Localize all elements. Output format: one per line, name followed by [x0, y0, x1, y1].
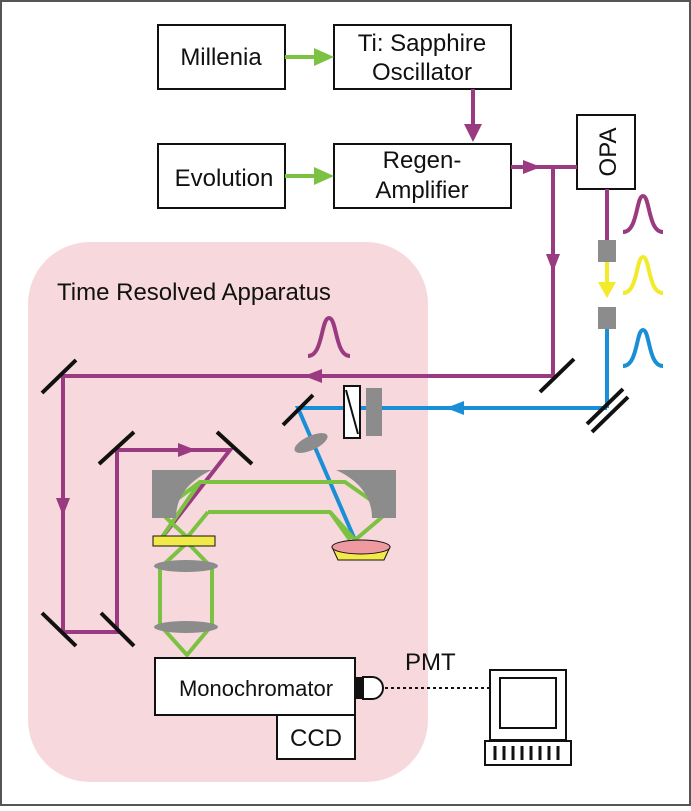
green-pump-arrows [285, 48, 334, 185]
pulse-yellow-icon [622, 254, 664, 295]
monochromator-label: Monochromator [179, 676, 333, 701]
mirrors [40, 357, 630, 648]
millenia-block: Millenia [157, 24, 286, 90]
polarizer-icon [366, 388, 382, 436]
pmt-detector-icon [355, 676, 384, 700]
mirror-5-icon [215, 430, 254, 466]
sample-icon [331, 539, 391, 561]
parabolic-mirror-left [152, 470, 212, 518]
mirror-6-icon [538, 357, 576, 394]
computer-icon [484, 669, 572, 766]
millenia-label: Millenia [180, 44, 262, 71]
mirror-8-icon [585, 387, 625, 426]
oscillator-block: Ti: Sapphire Oscillator [333, 24, 512, 90]
pump-beam-arrows [56, 160, 560, 516]
regen-amplifier-block: Regen- Amplifier [333, 143, 512, 209]
ccd-block: CCD [276, 714, 356, 760]
mirror-8b-icon [590, 395, 630, 434]
oscillator-label-line2: Oscillator [372, 59, 472, 86]
mirror-3-icon [99, 611, 136, 648]
lens-upper-icon [154, 560, 218, 572]
filter-plate-icon [152, 535, 216, 547]
opa-output-chain [598, 189, 616, 408]
pulse-blue-icon [622, 327, 664, 368]
focusing-lens-icon [294, 433, 328, 453]
mirror-2-icon [40, 611, 78, 648]
pump-beam [61, 165, 577, 634]
pulse-pump-icon [307, 315, 351, 358]
waveplate-icon [343, 385, 361, 439]
pulse-purple-icon [622, 193, 664, 234]
monochromator-block: Monochromator [154, 657, 356, 716]
evolution-label: Evolution [175, 165, 274, 192]
lens-lower-icon [154, 621, 218, 633]
parabolic-mirror-right [336, 470, 396, 518]
regen-label-line1: Regen- [383, 147, 462, 174]
opa-label: OPA [595, 128, 622, 177]
pmt-label: PMT [405, 649, 456, 676]
regen-label-line2: Amplifier [375, 177, 468, 204]
oscillator-label-line1: Ti: Sapphire [358, 30, 487, 57]
mirror-4-icon [97, 430, 136, 466]
probe-arrow [446, 401, 464, 415]
evolution-block: Evolution [157, 143, 286, 209]
mirror-1-icon [40, 358, 78, 395]
mirror-7-icon [281, 393, 315, 427]
filter-1-icon [598, 240, 616, 262]
opa-block: OPA [576, 114, 636, 190]
filter-2-icon [598, 307, 616, 329]
apparatus-title: Time Resolved Apparatus [57, 279, 331, 306]
seed-beam [464, 89, 482, 142]
ccd-label: CCD [290, 725, 342, 752]
